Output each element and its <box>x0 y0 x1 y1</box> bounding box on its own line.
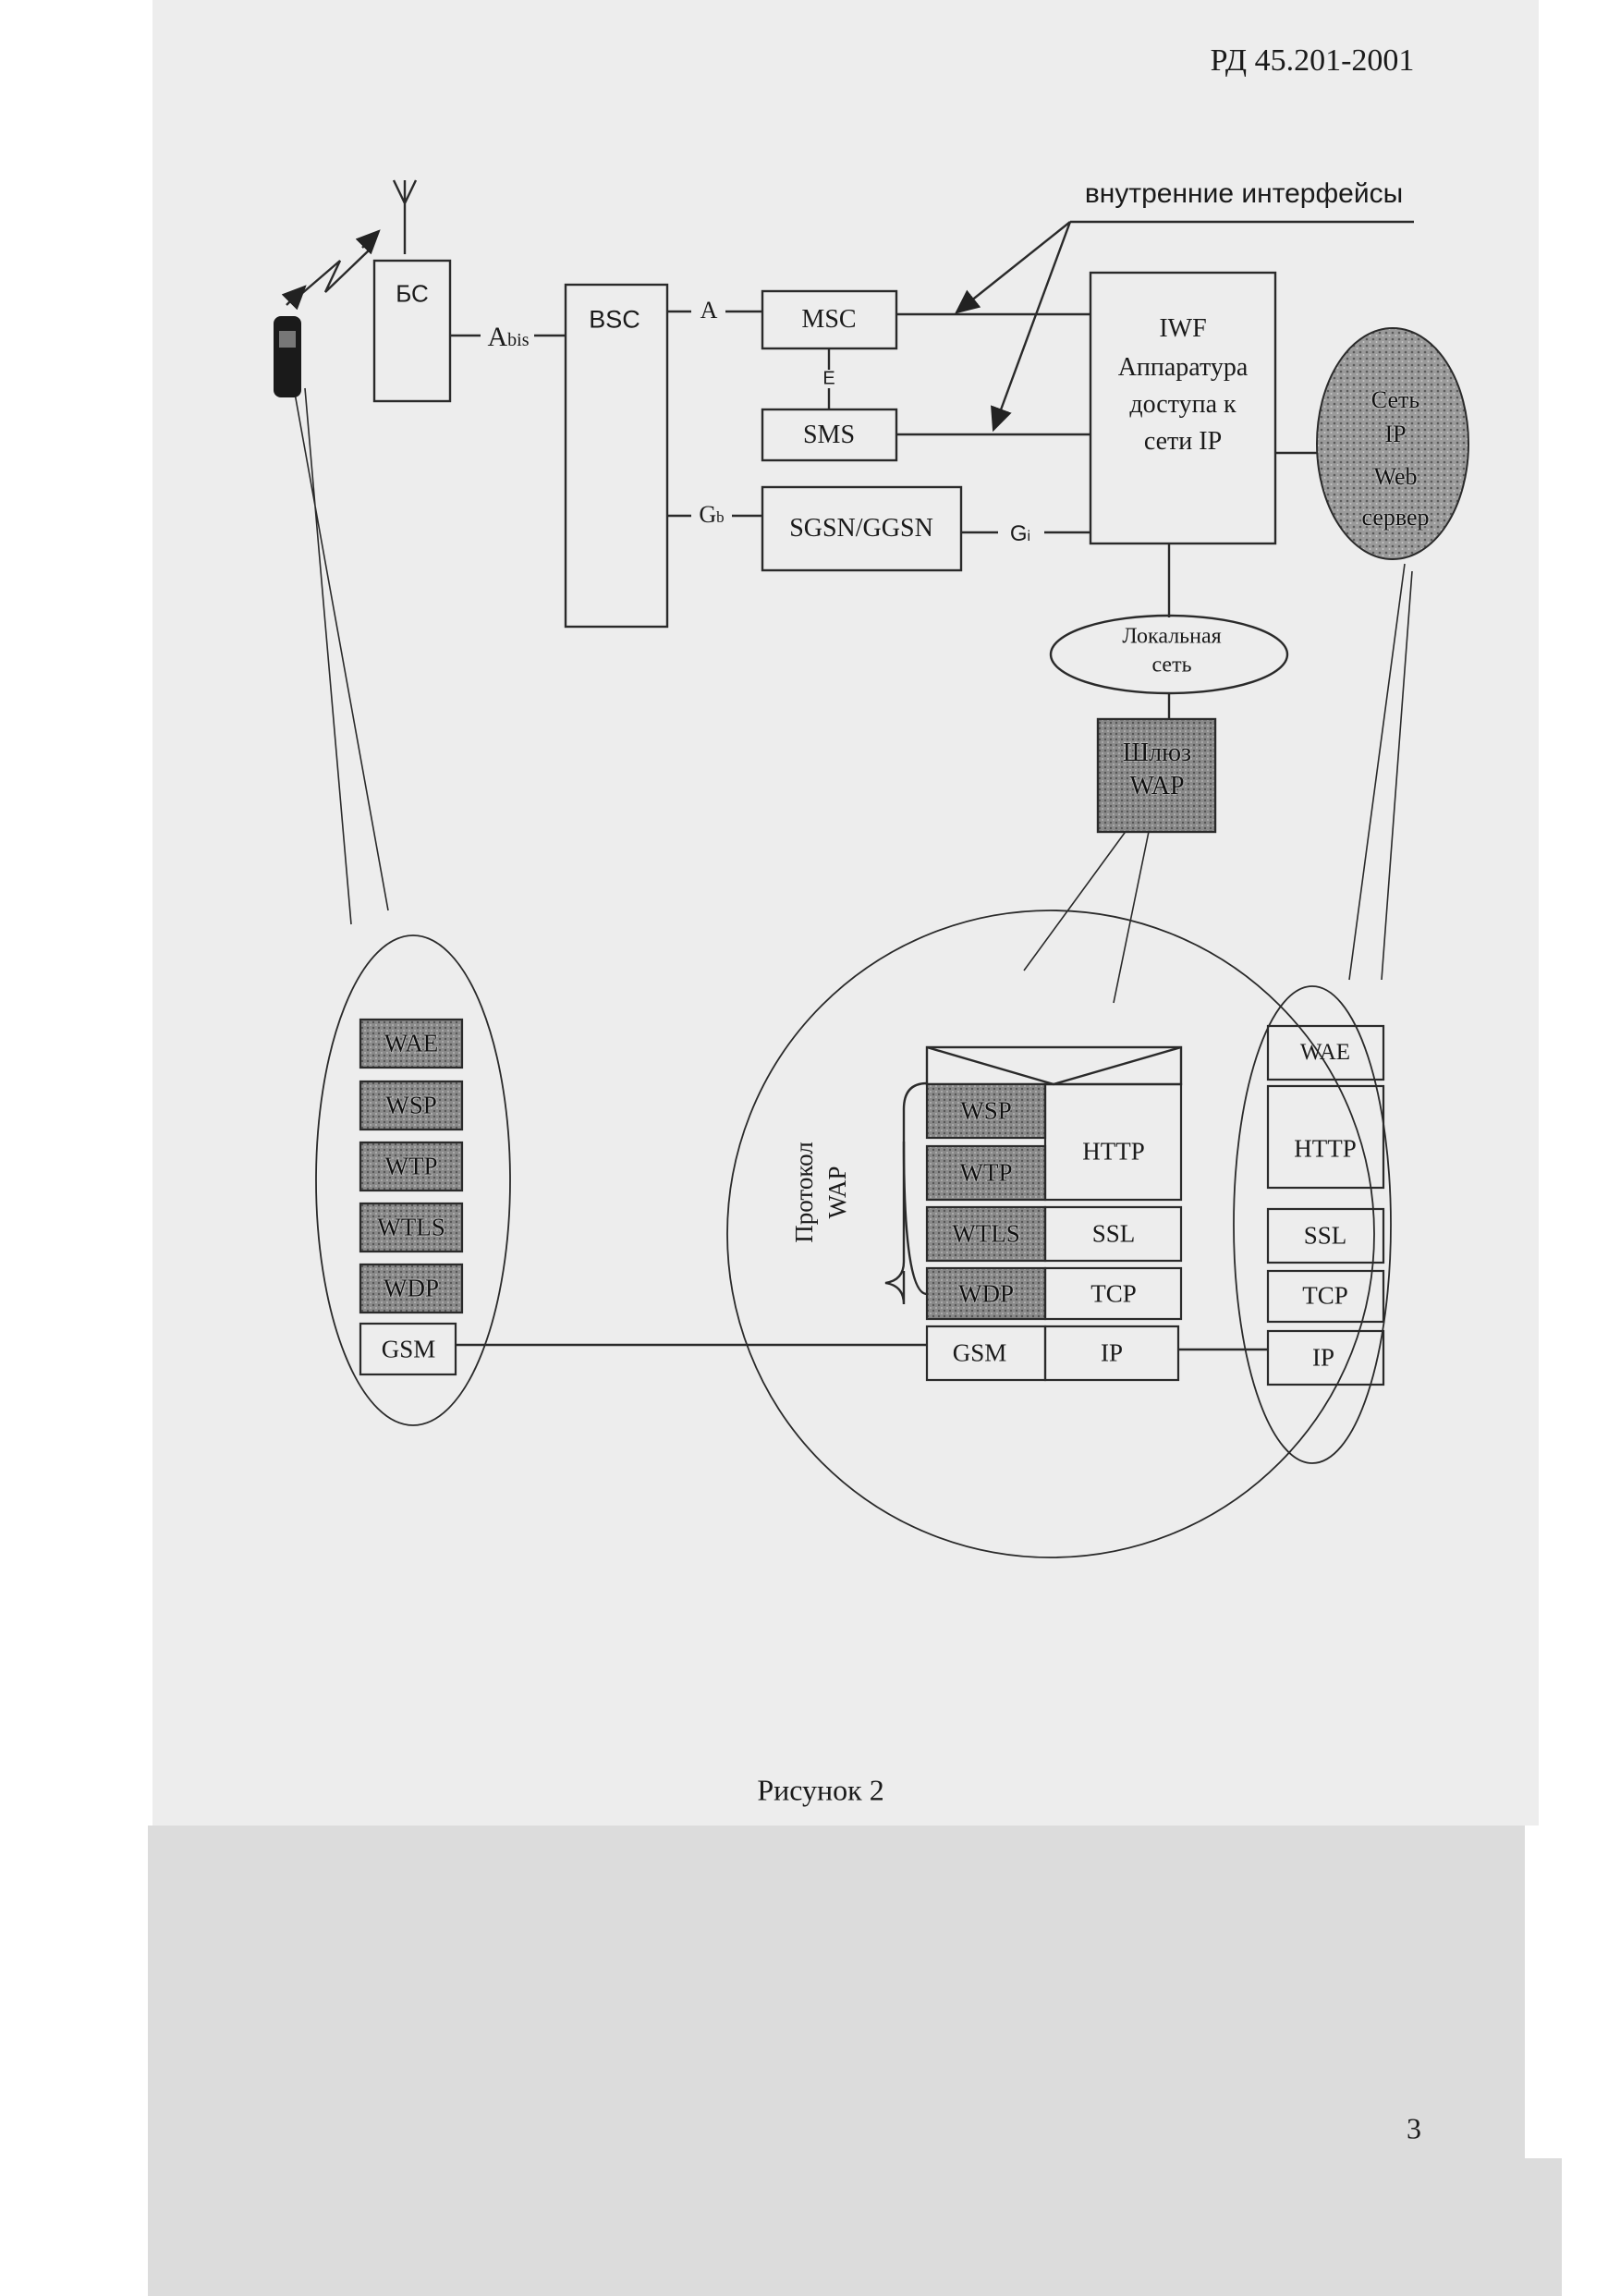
gw-wsp-label: WSP <box>960 1096 1012 1125</box>
scan-shadow-bottom <box>148 1826 1340 2296</box>
bsc-box <box>564 283 669 629</box>
mobile-stack-wdp <box>359 1263 464 1314</box>
gw-stack-wsp <box>925 1082 1047 1140</box>
srv-stack-ssl <box>1266 1207 1385 1264</box>
radio-link-icon <box>293 249 371 301</box>
ip-net-line-4: сервер <box>1361 504 1430 531</box>
gw-wtp-label: WTP <box>959 1158 1013 1187</box>
srv-ip-label: IP <box>1311 1343 1335 1372</box>
server-callout-ellipse <box>1233 985 1392 1464</box>
wap-gateway-box <box>1096 717 1217 834</box>
bs-label: БС <box>396 279 429 308</box>
srv-stack-tcp <box>1266 1269 1385 1324</box>
srv-ssl-label: SSL <box>1303 1221 1347 1250</box>
abis-label: Abis <box>487 322 530 352</box>
gw-stack-ip <box>1043 1325 1180 1382</box>
srv-stack-ip <box>1266 1329 1385 1386</box>
ip-net-line-2: IP <box>1384 421 1407 447</box>
radio-arrow-left <box>281 285 307 311</box>
gw-tcp-label: TCP <box>1090 1279 1137 1308</box>
iwf-title: IWF <box>1159 314 1207 343</box>
mobile-wtp-label: WTP <box>384 1152 438 1180</box>
mobile-stack-wtp <box>359 1141 464 1192</box>
srv-tcp-label: TCP <box>1302 1281 1348 1310</box>
gw-stack-tcp <box>1043 1266 1183 1321</box>
gw-ip-label: IP <box>1100 1338 1124 1367</box>
gw-wdp-label: WDP <box>958 1279 1014 1308</box>
gi-interface-label: Gi <box>1009 521 1031 546</box>
sgsn-ggsn-box <box>761 485 963 572</box>
mobile-stack-wtls <box>359 1202 464 1253</box>
e-interface-label: E <box>822 368 835 389</box>
sgsn-ggsn-label: SGSN/GGSN <box>789 514 933 543</box>
lan-line-1: Локальная <box>1122 624 1222 649</box>
iwf-line-3: доступа к <box>1129 390 1236 419</box>
ip-net-line-1: Сеть <box>1370 386 1420 413</box>
mobile-callout-lines <box>293 387 389 925</box>
internal-interfaces-label: внутренние интерфейсы <box>1084 178 1404 209</box>
mobile-stack-gsm <box>359 1322 457 1376</box>
gw-stack-ssl <box>1043 1205 1183 1263</box>
gateway-line-1: Шлюз <box>1122 739 1192 767</box>
bsc-label: BSC <box>589 305 640 334</box>
scan-shadow-bottom-right <box>1340 1826 1525 2158</box>
lan-line-2: сеть <box>1151 653 1192 678</box>
figure-caption: Рисунок 2 <box>757 1773 884 1807</box>
srv-stack-wae <box>1266 1024 1385 1081</box>
mobile-gsm-label: GSM <box>381 1335 436 1363</box>
page-number: 3 <box>1407 2111 1421 2145</box>
srv-wae-label: WAE <box>1299 1040 1351 1065</box>
sms-label: SMS <box>802 421 856 449</box>
gw-wtls-label: WTLS <box>952 1219 1020 1248</box>
ip-net-line-3: Web <box>1373 463 1418 490</box>
scan-shadow-corner <box>1340 2158 1562 2296</box>
iwf-box <box>1089 271 1277 545</box>
gw-stack-wtls <box>925 1205 1047 1263</box>
bs-box <box>372 259 452 403</box>
document-code: РД 45.201-2001 <box>1210 43 1415 78</box>
gateway-line-2: WAP <box>1129 772 1185 800</box>
mobile-stack-wae <box>359 1018 464 1069</box>
gw-stack-wtp <box>925 1144 1047 1202</box>
mobile-callout-ellipse <box>315 934 511 1426</box>
iwf-line-4: сети IP <box>1143 427 1223 456</box>
gateway-callout-circle <box>726 910 1375 1558</box>
iwf-line-2: Аппаратура <box>1117 353 1249 382</box>
srv-http-label: HTTP <box>1294 1134 1357 1163</box>
mobile-wtls-label: WTLS <box>377 1213 445 1241</box>
mobile-wsp-label: WSP <box>385 1091 437 1119</box>
ip-network-ellipse <box>1316 327 1469 560</box>
a-interface-label: A <box>700 297 718 324</box>
gb-interface-label: Gb <box>699 501 725 528</box>
paper-sheet <box>152 0 1539 1826</box>
gw-http-label: HTTP <box>1082 1137 1145 1166</box>
gw-ssl-label: SSL <box>1091 1219 1136 1248</box>
antenna-icon <box>392 179 418 254</box>
gw-gsm-label: GSM <box>952 1338 1007 1367</box>
mobile-phone-icon <box>274 316 301 397</box>
radio-arrow-right <box>355 229 381 255</box>
mobile-wdp-label: WDP <box>384 1274 439 1302</box>
gw-stack-http <box>1043 1082 1183 1202</box>
mobile-stack-wsp <box>359 1080 464 1131</box>
mobile-wae-label: WAE <box>384 1029 439 1057</box>
msc-label: MSC <box>801 305 857 334</box>
srv-stack-http <box>1266 1084 1385 1190</box>
